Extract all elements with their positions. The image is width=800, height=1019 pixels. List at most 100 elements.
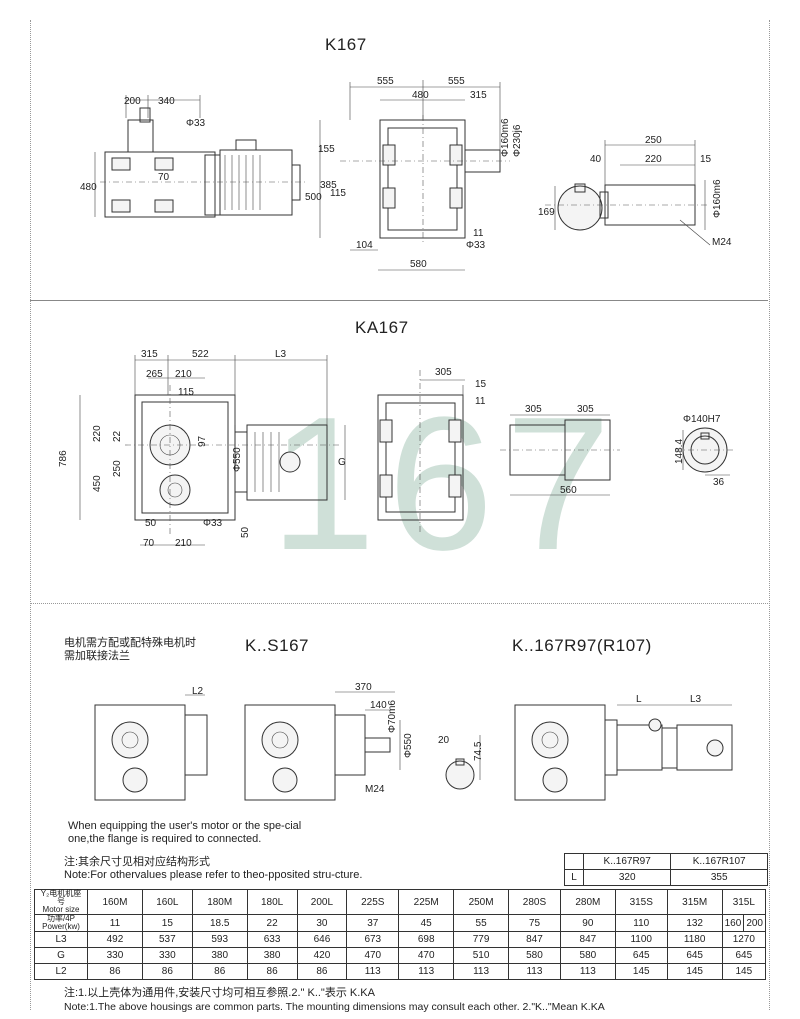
section-divider-2 xyxy=(30,603,768,604)
dim-ka-220: 220 xyxy=(92,425,103,442)
dim-ka-250: 250 xyxy=(112,460,123,477)
spec-value-cell: 1180 xyxy=(666,931,723,948)
dim-ka-70: 70 xyxy=(143,538,155,549)
spec-value-cell: 86 xyxy=(246,963,298,980)
spec-motor-size-cell: 225S xyxy=(346,889,400,915)
l-table: K..167R97 K..167R107 L 320 355 xyxy=(564,853,768,886)
spec-power-cell: 22 xyxy=(246,914,298,932)
dim-ka-phi550: Φ550 xyxy=(232,447,243,472)
dim-kr-l3: L3 xyxy=(690,694,702,705)
dim-ka-50a: 50 xyxy=(145,518,157,529)
l-table-header-r107: K..167R107 xyxy=(670,853,768,870)
title-k167: K167 xyxy=(325,35,367,54)
footnote-cn: 注:1.以上壳体为通用件,安装尺寸均可相互参照.2." K.."表示 K.KA xyxy=(64,987,375,999)
spec-value-cell: 847 xyxy=(559,931,616,948)
dim-ka-115: 115 xyxy=(178,387,194,398)
dim-k167-480: 480 xyxy=(412,90,429,101)
spec-power-cell: 160 xyxy=(721,914,745,932)
spec-power-cell: 30 xyxy=(296,914,348,932)
ka167-top-view xyxy=(377,370,465,535)
spec-power-label: 功率/4P Power(kw) xyxy=(34,914,88,932)
spec-value-cell: 646 xyxy=(296,931,348,948)
spec-motor-size-cell: 315M xyxy=(666,889,723,915)
dim-k167-315: 315 xyxy=(470,90,487,101)
k167-side-view xyxy=(94,95,305,218)
spec-motor-size-cell: 200L xyxy=(296,889,348,915)
section-divider-1 xyxy=(30,300,768,301)
spec-value-cell: 698 xyxy=(398,931,455,948)
dim-k167-40: 40 xyxy=(590,154,602,165)
spec-motor-label-cn: Y₂电机机座号 xyxy=(40,889,82,906)
spec-value-cell: 593 xyxy=(191,931,248,948)
dim-k167-580: 580 xyxy=(410,259,427,270)
dim-ka-315: 315 xyxy=(141,349,158,360)
page-frame xyxy=(30,20,770,1010)
spec-power-cell: 90 xyxy=(559,914,616,932)
dim-k167-555b: 555 xyxy=(448,76,465,87)
spec-motor-label-en: Motor size xyxy=(42,905,80,914)
l-table-value-r97: 320 xyxy=(582,869,672,886)
title-ks167: K..S167 xyxy=(245,636,309,655)
spec-value-cell: 113 xyxy=(559,963,616,980)
dim-ka-265: 265 xyxy=(146,369,163,380)
spec-power-cell: 11 xyxy=(87,914,143,932)
dim-kr-l: L xyxy=(636,694,642,705)
dim-ka-305: 305 xyxy=(435,367,452,378)
spec-value-cell: 470 xyxy=(346,947,400,964)
dim-ka-450: 450 xyxy=(92,475,103,492)
dim-ka-148: 148.4 xyxy=(674,439,685,464)
spec-value-cell: 847 xyxy=(508,931,561,948)
dim-k167-phi160m6: Φ160m6 xyxy=(500,118,511,157)
dim-ka-l3: L3 xyxy=(275,349,287,360)
dim-ks-140: 140 xyxy=(370,700,387,711)
k167-drawing: 200 340 Φ33 480 70 555 555 480 315 155 5… xyxy=(80,76,732,271)
dim-ka-560: 560 xyxy=(560,485,577,496)
dim-ka-11: 11 xyxy=(475,396,486,407)
dim-k167-11: 11 xyxy=(473,228,484,239)
spec-value-cell: 673 xyxy=(346,931,400,948)
dim-k167-250: 250 xyxy=(645,135,662,146)
kr-view xyxy=(514,704,733,801)
spec-value-cell: 537 xyxy=(141,931,193,948)
spec-value-cell: 779 xyxy=(453,931,510,948)
spec-power-cell: 15 xyxy=(141,914,193,932)
spec-motor-size-cell: 160M xyxy=(87,889,143,915)
dim-ks-745: 74.5 xyxy=(473,741,484,761)
dim-k167-155: 155 xyxy=(318,144,335,155)
ks-kr-drawing: L2 370 140 Φ70m6 Φ550 M24 20 74.5 L L3 xyxy=(94,682,733,801)
spec-motor-size-cell: 250M xyxy=(453,889,510,915)
spec-motor-size-cell: 280S xyxy=(508,889,561,915)
l-table-value-r107: 355 xyxy=(670,869,768,886)
dim-k167-340: 340 xyxy=(158,96,175,107)
dim-ka-phi33: Φ33 xyxy=(203,518,223,529)
spec-value-cell: 113 xyxy=(398,963,455,980)
l-table-header-r97: K..167R97 xyxy=(582,853,672,870)
spec-power-cell: 37 xyxy=(346,914,400,932)
dim-k167-phi33b: Φ33 xyxy=(466,240,486,251)
spec-value-cell: 113 xyxy=(508,963,561,980)
spec-value-cell: 580 xyxy=(559,947,616,964)
spec-motor-size-cell: 180L xyxy=(246,889,298,915)
spec-value-cell: 145 xyxy=(721,963,767,980)
spec-value-cell: 580 xyxy=(508,947,561,964)
ks-left-view xyxy=(94,694,208,801)
dim-k167-220: 220 xyxy=(645,154,662,165)
spec-value-cell: 420 xyxy=(296,947,348,964)
spec-value-cell: 86 xyxy=(191,963,248,980)
dim-ka-786: 786 xyxy=(58,450,69,467)
spec-power-cell: 110 xyxy=(614,914,668,932)
dim-k167-385: 385 xyxy=(320,180,337,191)
dim-k167-115: 115 xyxy=(330,188,346,199)
spec-value-cell: 113 xyxy=(346,963,400,980)
dim-k167-480v: 480 xyxy=(80,182,97,193)
spec-motor-size-cell: 180M xyxy=(191,889,248,915)
spec-value-cell: 330 xyxy=(87,947,143,964)
spec-power-cell: 45 xyxy=(398,914,455,932)
spec-power-cell: 200 xyxy=(743,914,766,932)
l-table-row-label: L xyxy=(564,869,584,886)
dim-k167-500: 500 xyxy=(305,192,322,203)
k167-top-view xyxy=(319,80,510,271)
dim-k167-phi160m6b: Φ160m6 xyxy=(712,179,723,218)
